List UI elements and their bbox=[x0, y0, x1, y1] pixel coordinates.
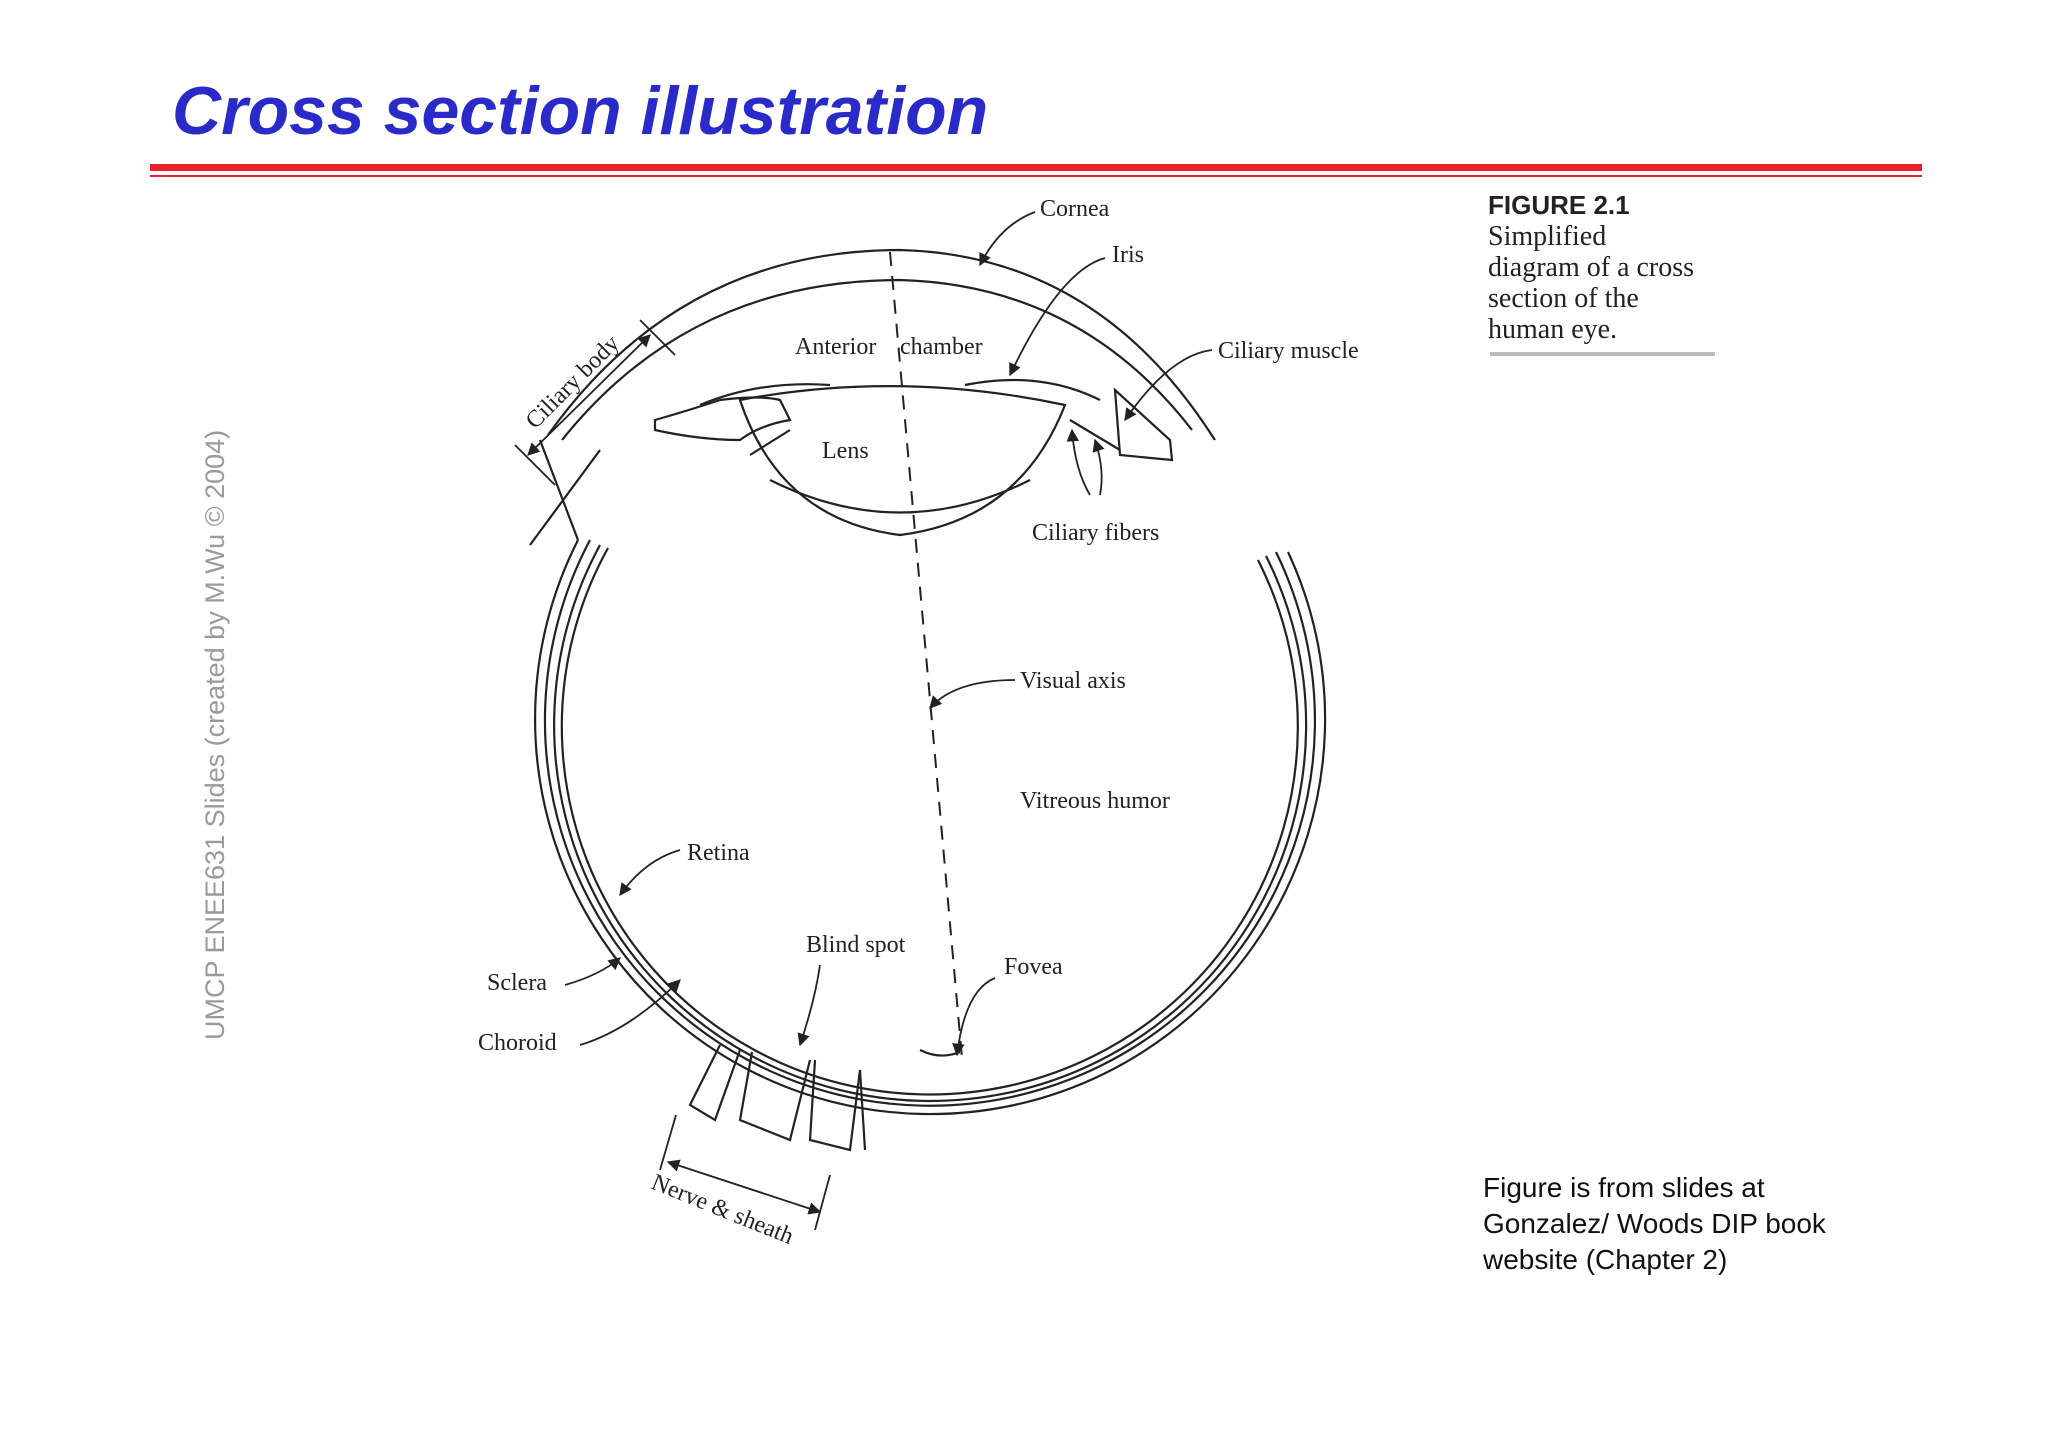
caption-line: human eye. bbox=[1488, 314, 1618, 345]
label-visual-axis: Visual axis bbox=[1020, 668, 1126, 694]
label-iris: Iris bbox=[1112, 242, 1144, 268]
sclera-outline bbox=[534, 539, 1327, 1116]
cornea-inner bbox=[561, 278, 1193, 441]
caption-line: Simplified bbox=[1488, 221, 1607, 252]
optic-nerve bbox=[688, 1044, 742, 1122]
figure-caption: FIGURE 2.1 Simplified diagram of a cross… bbox=[1488, 190, 1694, 345]
caption-line: diagram of a cross bbox=[1488, 252, 1695, 283]
label-cornea: Cornea bbox=[1040, 196, 1110, 222]
figure-number: FIGURE 2.1 bbox=[1488, 190, 1630, 220]
caption-divider bbox=[1490, 352, 1715, 356]
page-title: Cross section illustration bbox=[172, 73, 989, 149]
caption-line: section of the bbox=[1488, 283, 1639, 314]
source-credit: Figure is from slides at Gonzalez/ Woods… bbox=[1483, 1170, 1826, 1278]
label-ciliary-fibers: Ciliary fibers bbox=[1032, 520, 1159, 546]
ciliary-body-left bbox=[653, 396, 792, 442]
retina-layer bbox=[560, 547, 1299, 1096]
sclera-inner bbox=[543, 539, 1317, 1107]
label-fovea: Fovea bbox=[1004, 954, 1063, 980]
choroid-layer bbox=[553, 544, 1308, 1103]
credit-line: Gonzalez/ Woods DIP book bbox=[1483, 1208, 1826, 1239]
cornea bbox=[547, 248, 1206, 436]
iris-left bbox=[699, 383, 831, 407]
label-ciliary-muscle: Ciliary muscle bbox=[1218, 338, 1359, 364]
label-anterior: Anterior bbox=[795, 334, 876, 360]
fovea-dip bbox=[919, 1049, 961, 1057]
credit-line: Figure is from slides at bbox=[1483, 1172, 1765, 1203]
title-divider-thin bbox=[150, 175, 1922, 177]
lens-outline bbox=[738, 385, 1067, 537]
ciliary-muscle-right bbox=[1113, 387, 1174, 462]
label-vitreous-humor: Vitreous humor bbox=[1020, 788, 1170, 814]
label-nerve-sheath: Nerve & sheath bbox=[648, 1169, 797, 1250]
label-lens: Lens bbox=[822, 438, 869, 464]
label-choroid: Choroid bbox=[478, 1030, 557, 1056]
label-ciliary-body: Ciliary body bbox=[521, 331, 625, 435]
label-retina: Retina bbox=[687, 840, 750, 866]
visual-axis-line bbox=[889, 251, 963, 1059]
label-blind-spot: Blind spot bbox=[806, 932, 906, 958]
title-divider bbox=[150, 164, 1922, 171]
credit-line: website (Chapter 2) bbox=[1483, 1244, 1728, 1275]
label-chamber: chamber bbox=[900, 334, 983, 360]
iris-right bbox=[964, 378, 1101, 401]
label-sclera: Sclera bbox=[487, 970, 547, 996]
